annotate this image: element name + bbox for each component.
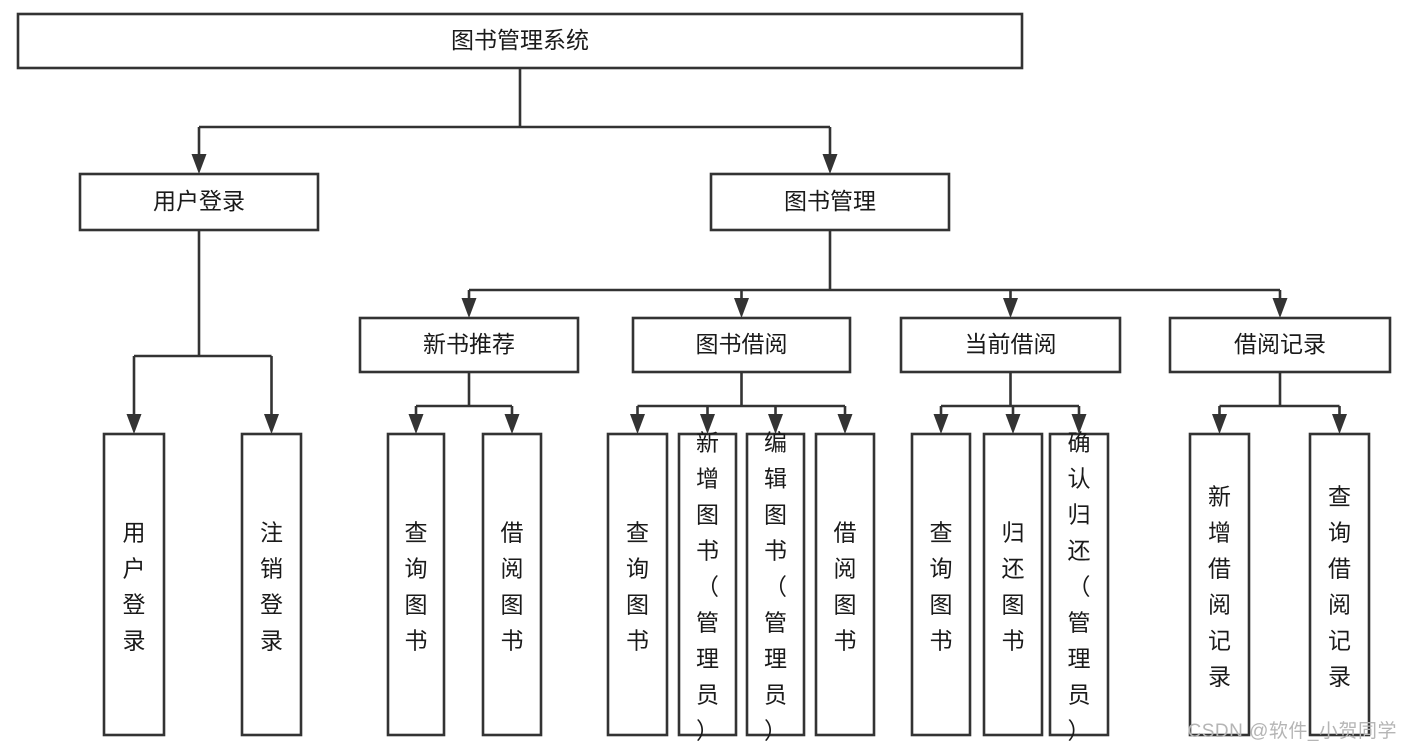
arrow-head-icon: [461, 298, 477, 318]
node-box-book-borrow: [631, 316, 852, 374]
node-leaf-query-book-c[interactable]: 查询图书: [910, 432, 972, 737]
node-box-leaf-user-login: [102, 432, 166, 737]
node-label: 编辑图书（管理员）: [764, 430, 787, 744]
node-label: 用户登录: [153, 188, 245, 214]
arrow-head-icon: [408, 414, 424, 434]
connector-group-book-borrow: [630, 372, 853, 434]
node-label: 注销登录: [260, 520, 283, 654]
node-root[interactable]: 图书管理系统: [16, 12, 1024, 70]
arrow-head-icon: [837, 414, 853, 434]
node-box-leaf-query-book-c: [910, 432, 972, 737]
arrow-head-icon: [126, 414, 142, 434]
node-label: 借阅图书: [501, 520, 524, 654]
node-label: 图书管理系统: [451, 27, 589, 53]
connector-group-root: [191, 68, 838, 174]
connector-group-current-borrow: [933, 372, 1087, 434]
arrow-head-icon: [1003, 298, 1018, 318]
connector-group-book-manage: [461, 230, 1288, 318]
node-box-leaf-return-book: [982, 432, 1044, 737]
arrow-head-icon: [700, 414, 715, 434]
node-leaf-edit-book[interactable]: 编辑图书（管理员）: [745, 430, 806, 744]
node-box-user-login: [78, 172, 320, 232]
node-label: 图书借阅: [696, 331, 788, 357]
node-leaf-query-book-b[interactable]: 查询图书: [606, 432, 669, 737]
node-box-leaf-query-book-a: [386, 432, 446, 737]
node-label: 当前借阅: [965, 331, 1057, 357]
arrow-head-icon: [1272, 298, 1288, 318]
node-box-book-manage: [709, 172, 951, 232]
node-label: 查询图书: [405, 520, 428, 654]
node-new-book-rec[interactable]: 新书推荐: [358, 316, 580, 374]
node-box-leaf-confirm-return: [1048, 432, 1110, 737]
node-leaf-add-record[interactable]: 新增借阅记录: [1188, 432, 1251, 737]
node-label: 查询借阅记录: [1328, 484, 1351, 690]
node-user-login[interactable]: 用户登录: [78, 172, 320, 232]
node-label: 借阅图书: [834, 520, 857, 654]
node-box-leaf-add-record: [1188, 432, 1251, 737]
node-label: 新书推荐: [423, 331, 515, 357]
node-label: 确认归还（管理员）: [1068, 430, 1091, 744]
arrow-head-icon: [768, 414, 783, 434]
arrow-head-icon: [734, 298, 749, 318]
node-box-leaf-borrow-book-b: [814, 432, 876, 737]
node-box-current-borrow: [899, 316, 1122, 374]
node-label: 借阅记录: [1234, 331, 1326, 357]
arrow-head-icon: [1332, 414, 1347, 434]
node-leaf-borrow-book-a[interactable]: 借阅图书: [481, 432, 543, 737]
node-label: 查询图书: [626, 520, 649, 654]
connector-group-user-login: [126, 230, 279, 434]
node-label: 查询图书: [930, 520, 953, 654]
arrow-head-icon: [1212, 414, 1227, 434]
node-box-leaf-query-record: [1308, 432, 1371, 737]
connector-group-new-book-rec: [408, 372, 520, 434]
node-leaf-borrow-book-b[interactable]: 借阅图书: [814, 432, 876, 737]
node-box-leaf-query-book-b: [606, 432, 669, 737]
arrow-head-icon: [191, 154, 207, 174]
node-box-new-book-rec: [358, 316, 580, 374]
arrow-head-icon: [630, 414, 645, 434]
node-leaf-return-book[interactable]: 归还图书: [982, 432, 1044, 737]
node-layer: 图书管理系统用户登录图书管理新书推荐图书借阅当前借阅借阅记录用户登录注销登录查询…: [16, 12, 1392, 744]
node-leaf-query-record[interactable]: 查询借阅记录: [1308, 432, 1371, 737]
node-borrow-record[interactable]: 借阅记录: [1168, 316, 1392, 374]
node-leaf-user-login[interactable]: 用户登录: [102, 432, 166, 737]
node-box-leaf-add-book: [677, 432, 738, 737]
arrow-head-icon: [933, 414, 949, 434]
node-leaf-logout[interactable]: 注销登录: [240, 432, 303, 737]
node-label: 用户登录: [123, 520, 146, 654]
node-box-root: [16, 12, 1024, 70]
node-box-leaf-logout: [240, 432, 303, 737]
connector-layer: [126, 68, 1347, 434]
node-label: 新增借阅记录: [1208, 484, 1231, 690]
arrow-head-icon: [822, 154, 838, 174]
node-book-borrow[interactable]: 图书借阅: [631, 316, 852, 374]
arrow-head-icon: [1005, 414, 1021, 434]
node-book-manage[interactable]: 图书管理: [709, 172, 951, 232]
node-label: 归还图书: [1002, 520, 1025, 654]
node-leaf-add-book[interactable]: 新增图书（管理员）: [677, 430, 738, 744]
arrow-head-icon: [504, 414, 520, 434]
arrow-head-icon: [1071, 414, 1087, 434]
arrow-head-icon: [264, 414, 279, 434]
node-label: 新增图书（管理员）: [696, 430, 719, 744]
node-leaf-confirm-return[interactable]: 确认归还（管理员）: [1048, 430, 1110, 744]
node-leaf-query-book-a[interactable]: 查询图书: [386, 432, 446, 737]
node-current-borrow[interactable]: 当前借阅: [899, 316, 1122, 374]
node-box-leaf-borrow-book-a: [481, 432, 543, 737]
connector-group-borrow-record: [1212, 372, 1347, 434]
node-label: 图书管理: [784, 188, 876, 214]
node-box-leaf-edit-book: [745, 432, 806, 737]
node-box-borrow-record: [1168, 316, 1392, 374]
